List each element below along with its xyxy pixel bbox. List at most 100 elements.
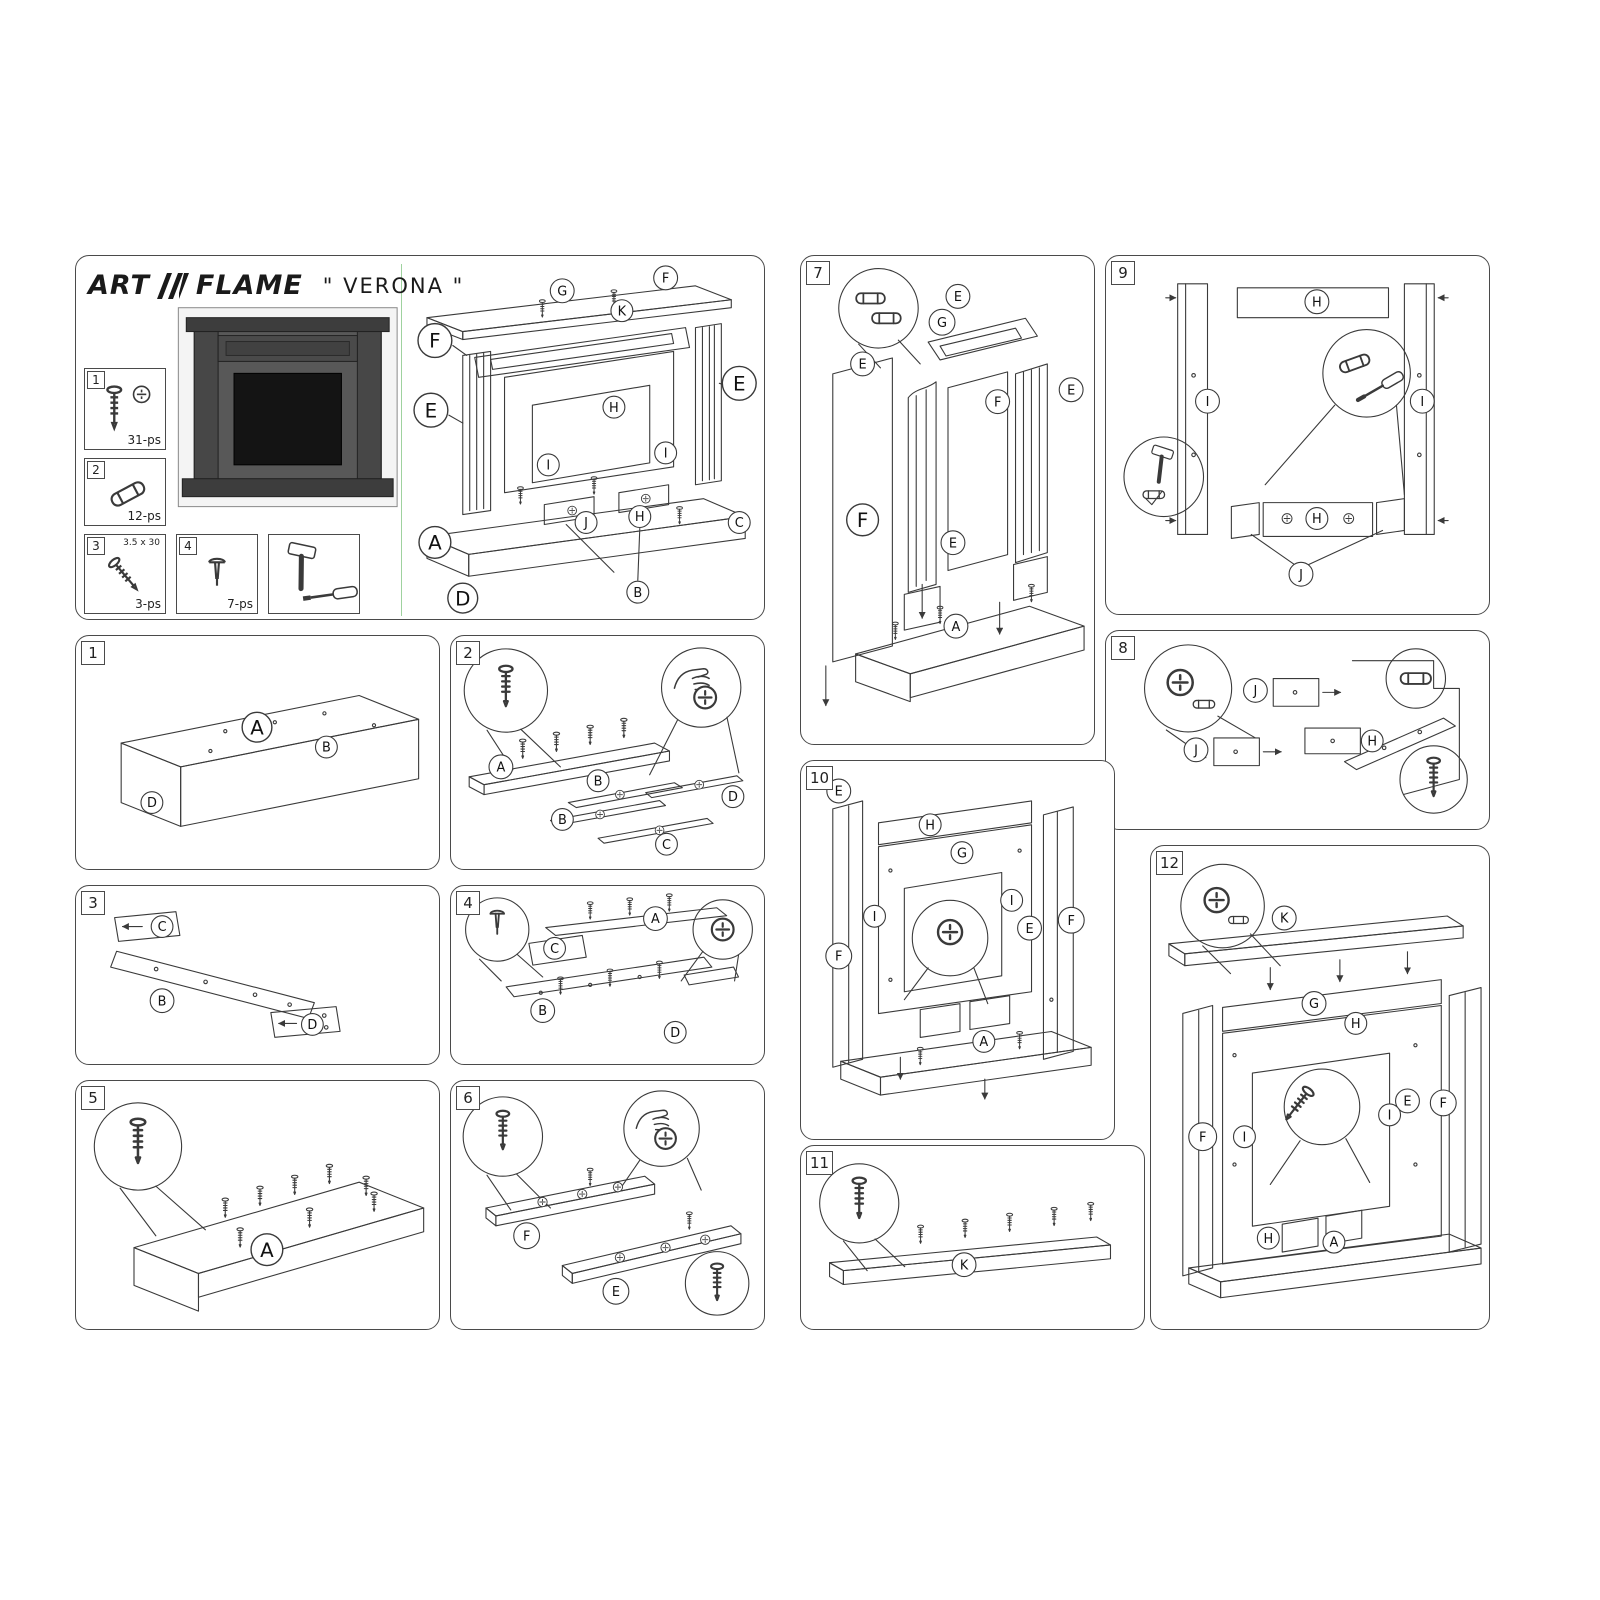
- svg-text:E: E: [425, 399, 438, 422]
- svg-text:K: K: [960, 1258, 969, 1273]
- svg-text:A: A: [651, 912, 660, 927]
- part-label: H: [602, 395, 626, 419]
- part-label: B: [149, 988, 175, 1014]
- svg-text:D: D: [728, 790, 738, 805]
- svg-text:E: E: [1025, 922, 1033, 937]
- part-label: J: [1288, 561, 1314, 587]
- line-art: [505, 893, 740, 998]
- svg-text:A: A: [1329, 1236, 1338, 1251]
- step-number: 4: [456, 891, 480, 915]
- hardware-item-2: 2 12-ps: [84, 458, 166, 526]
- part-label: D: [721, 785, 745, 809]
- part-label: K: [1271, 905, 1297, 931]
- svg-text:K: K: [1280, 912, 1289, 927]
- detail-zoom-screw: [819, 1163, 906, 1272]
- svg-text:G: G: [1309, 997, 1319, 1012]
- part-label: A: [943, 613, 969, 639]
- part-label: D: [447, 582, 479, 614]
- tools-box: [268, 534, 360, 614]
- line-art: [1213, 660, 1460, 795]
- detail-zoom-screw: [462, 1096, 552, 1211]
- step-number: 12: [1156, 851, 1184, 875]
- brand-row: ART FLAME " VERONA ": [88, 270, 464, 301]
- detail-zoom-cam-lock: [903, 899, 989, 1005]
- step-3-drawing: C B D: [110, 911, 341, 1038]
- part-label: B: [550, 807, 574, 831]
- step-11-drawing: K: [819, 1163, 1112, 1286]
- part-label: A: [418, 525, 452, 560]
- part-label: C: [655, 832, 678, 856]
- svg-text:E: E: [949, 536, 957, 551]
- part-label: I: [1378, 1103, 1402, 1127]
- hardware-number: 4: [179, 537, 197, 555]
- svg-text:K: K: [618, 304, 627, 319]
- svg-text:E: E: [859, 358, 867, 373]
- svg-text:I: I: [873, 910, 877, 925]
- line-art: [110, 911, 341, 1038]
- part-label: E: [940, 530, 966, 556]
- step-number: 5: [81, 1086, 105, 1110]
- svg-text:D: D: [307, 1018, 317, 1033]
- line-art: [829, 1201, 1112, 1286]
- svg-text:H: H: [1263, 1232, 1273, 1247]
- svg-text:A: A: [260, 1239, 274, 1262]
- detail-zoom-cam-lock: [680, 899, 753, 982]
- svg-text:E: E: [1067, 383, 1075, 398]
- part-label: E: [602, 1277, 630, 1305]
- svg-text:F: F: [1068, 914, 1075, 929]
- part-label: J: [1183, 737, 1209, 763]
- part-label: G: [1301, 991, 1327, 1016]
- part-label: A: [241, 711, 273, 743]
- part-label: F: [825, 942, 853, 970]
- part-label: G: [549, 278, 575, 304]
- hardware-number: 3: [87, 537, 105, 555]
- svg-text:E: E: [835, 785, 843, 800]
- part-label: H: [1344, 1011, 1368, 1035]
- line-art: [133, 1163, 425, 1312]
- svg-text:H: H: [1312, 512, 1322, 527]
- svg-text:C: C: [662, 838, 671, 853]
- line-art: [832, 800, 1092, 1100]
- svg-text:F: F: [429, 330, 440, 353]
- svg-text:B: B: [538, 1004, 547, 1019]
- detail-zoom-screw: [93, 1102, 206, 1237]
- step-panel-8: 8 J J H: [1105, 630, 1490, 830]
- step-panel-3: 3 C B D: [75, 885, 440, 1065]
- svg-text:I: I: [1206, 395, 1210, 410]
- svg-text:I: I: [664, 447, 668, 462]
- svg-text:H: H: [1351, 1017, 1361, 1032]
- part-label: J: [574, 511, 598, 535]
- svg-text:I: I: [546, 459, 550, 474]
- part-label: B: [314, 735, 338, 759]
- overview-line-art: [426, 285, 746, 581]
- part-label: E: [1395, 1088, 1420, 1114]
- svg-text:B: B: [594, 774, 603, 789]
- product-name: " VERONA ": [322, 273, 465, 298]
- detail-zoom-cam-lock: [1180, 863, 1281, 975]
- part-label: A: [643, 906, 668, 932]
- part-label: H: [1305, 507, 1329, 531]
- fold-line: [401, 264, 402, 616]
- svg-text:H: H: [1312, 295, 1322, 310]
- part-label: D: [663, 1020, 687, 1044]
- hardware-qty: 3-ps: [135, 597, 161, 611]
- svg-text:G: G: [557, 284, 567, 299]
- line-art: [120, 694, 420, 827]
- part-label: F: [417, 322, 453, 359]
- svg-text:F: F: [1440, 1097, 1447, 1112]
- step-8-drawing: J J H: [1144, 644, 1468, 814]
- step-5-drawing: A: [93, 1102, 425, 1312]
- step-number: 11: [806, 1151, 834, 1175]
- step-panel-1: 1 A B D: [75, 635, 440, 870]
- step-number: 9: [1111, 261, 1135, 285]
- svg-text:F: F: [994, 395, 1001, 410]
- part-label: H: [1304, 289, 1330, 315]
- part-label: B: [586, 769, 610, 793]
- svg-text:H: H: [925, 818, 935, 833]
- detail-zoom-cam-lock: [649, 647, 742, 776]
- part-label: F: [985, 389, 1011, 415]
- svg-text:E: E: [1403, 1095, 1411, 1110]
- step-number: 6: [456, 1086, 480, 1110]
- svg-text:A: A: [428, 532, 442, 555]
- part-label: A: [1322, 1230, 1346, 1254]
